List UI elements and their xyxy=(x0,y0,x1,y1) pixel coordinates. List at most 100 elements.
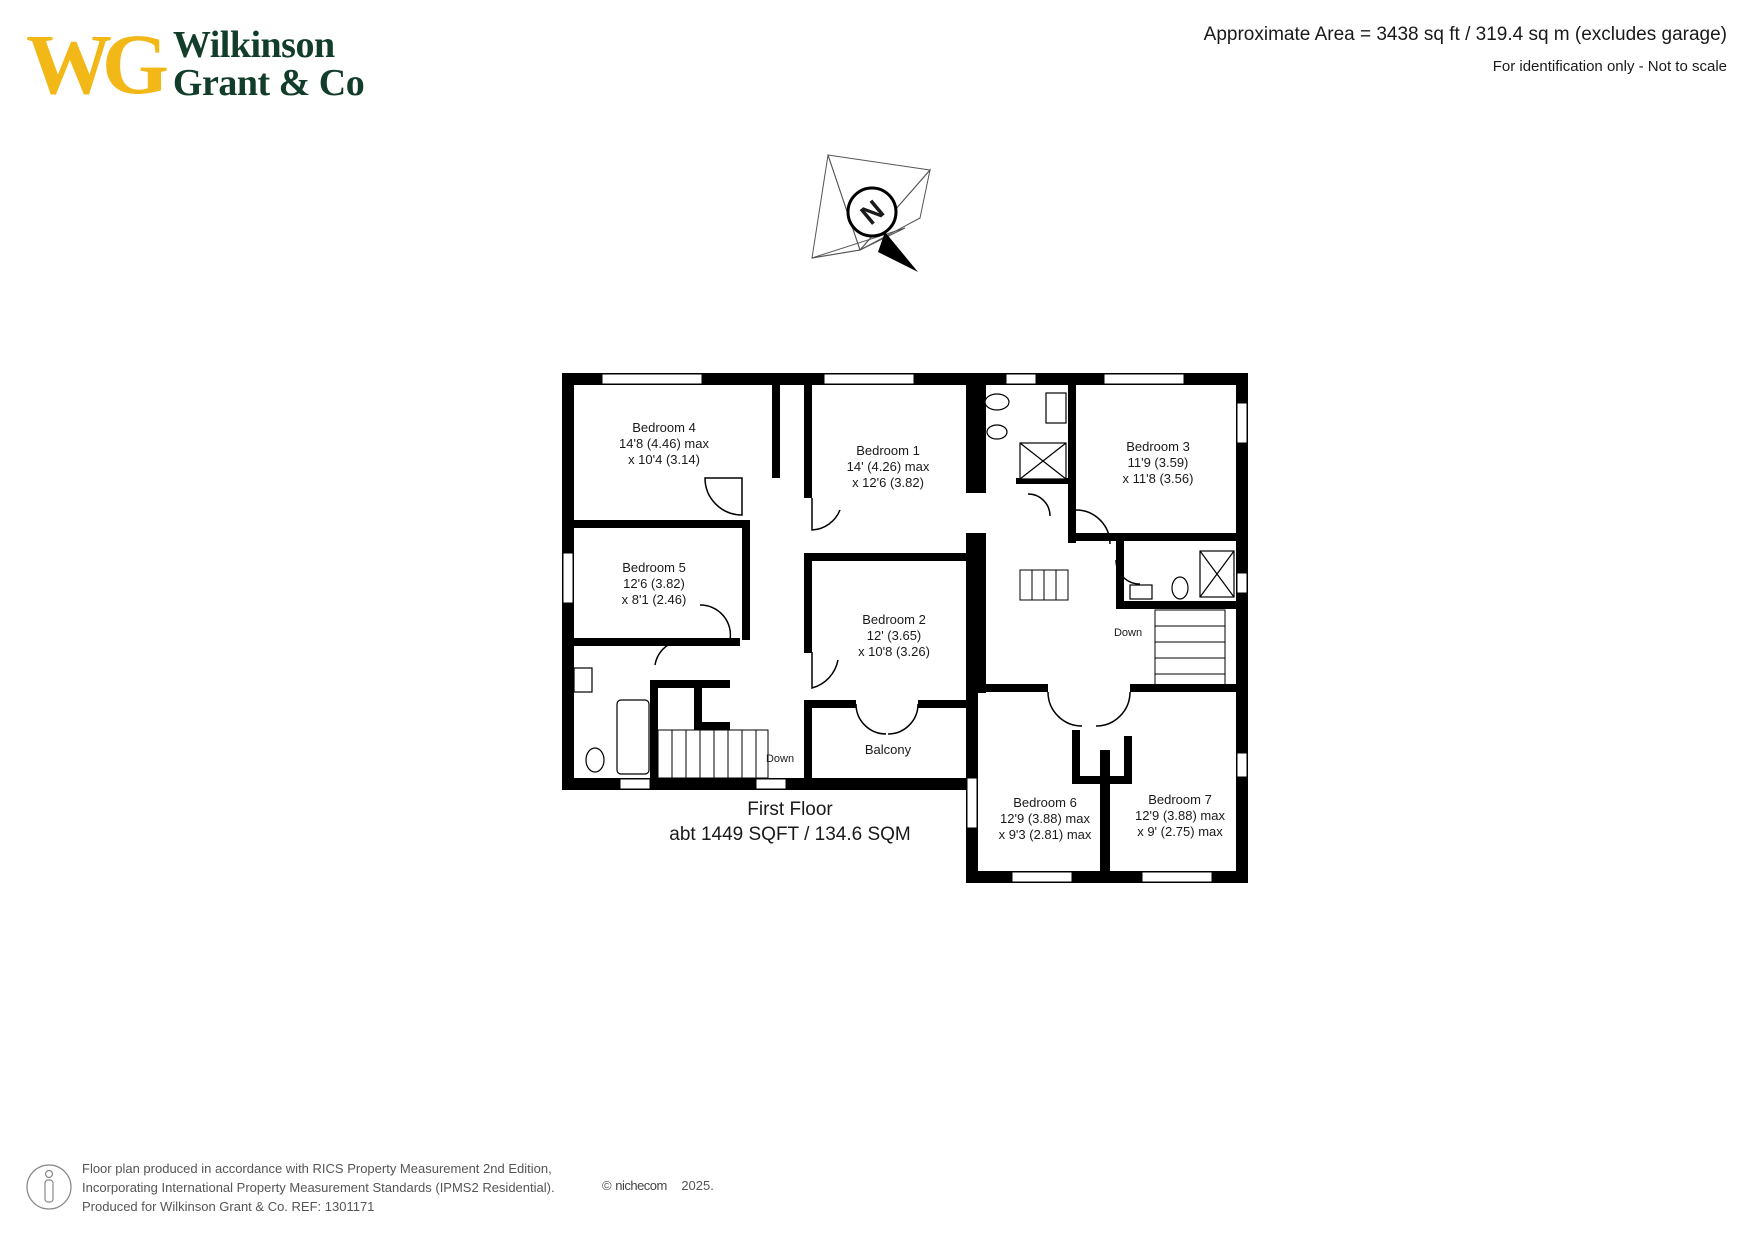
wall xyxy=(1130,684,1236,692)
window xyxy=(823,373,915,385)
floor-caption: First Floor abt 1449 SQFT / 134.6 SQM xyxy=(669,799,911,845)
stairs-right-label: Down xyxy=(1114,627,1142,639)
person-icon xyxy=(26,1164,72,1210)
window xyxy=(619,778,651,790)
wall xyxy=(1236,373,1248,883)
wall xyxy=(804,553,812,653)
bedroom6-dim2: x 9'3 (2.81) max xyxy=(999,827,1092,842)
wall xyxy=(1076,533,1236,541)
wall xyxy=(1016,478,1068,484)
basin xyxy=(573,667,593,693)
bidet xyxy=(986,424,1008,440)
wall xyxy=(978,684,1048,692)
door-cupboard xyxy=(1027,493,1051,517)
wall xyxy=(918,700,968,708)
wall xyxy=(1116,541,1124,601)
window xyxy=(1103,373,1185,385)
brand-name: nichecom xyxy=(615,1178,667,1193)
footer-line-3: Produced for Wilkinson Grant & Co. REF: … xyxy=(82,1199,375,1214)
door-balcony xyxy=(855,703,919,735)
window xyxy=(966,777,978,829)
bedroom4-dim2: x 10'4 (3.14) xyxy=(628,452,700,467)
wall xyxy=(1116,601,1236,609)
company-logo: WG Wilkinson Grant & Co xyxy=(26,16,365,112)
room-labels: Bedroom 4 14'8 (4.46) max x 10'4 (3.14) … xyxy=(619,420,1225,842)
bedroom6-dim1: 12'9 (3.88) max xyxy=(1000,811,1090,826)
window xyxy=(1005,373,1037,385)
logo-wordmark: Wilkinson Grant & Co xyxy=(172,24,365,104)
footer-line-2: Incorporating International Property Mea… xyxy=(82,1180,555,1195)
bath xyxy=(616,699,650,775)
toilet xyxy=(984,393,1010,411)
stairs-left xyxy=(657,729,769,779)
floor-area: abt 1449 SQFT / 134.6 SQM xyxy=(669,824,911,845)
wall xyxy=(1068,383,1076,543)
window xyxy=(755,778,787,790)
compass-pointer xyxy=(878,232,918,272)
wall xyxy=(572,520,750,528)
wall xyxy=(1072,776,1132,784)
bedroom1-name: Bedroom 1 xyxy=(856,443,920,458)
compass-circle xyxy=(846,186,898,238)
door-bathroom xyxy=(654,639,686,666)
bedroom1-dim1: 14' (4.26) max xyxy=(847,459,930,474)
door-bedroom5 xyxy=(699,604,732,641)
door-bedroom2 xyxy=(811,652,839,689)
floor-name: First Floor xyxy=(747,799,833,820)
bedroom5-dim2: x 8'1 (2.46) xyxy=(622,592,687,607)
bedroom2-dim1: 12' (3.65) xyxy=(867,628,922,643)
footer-copyright: © nichecom 2025. xyxy=(602,1178,714,1193)
wall xyxy=(694,722,730,730)
door-bedroom3 xyxy=(1075,509,1111,545)
window xyxy=(1236,752,1248,778)
wall xyxy=(572,638,740,646)
door-ensuite2 xyxy=(1115,559,1141,585)
footer-line-1: Floor plan produced in accordance with R… xyxy=(82,1161,552,1176)
logo-line-2: Grant & Co xyxy=(172,62,365,104)
wall xyxy=(966,533,986,693)
wall xyxy=(694,688,702,730)
logo-line-1: Wilkinson xyxy=(172,24,335,66)
bedroom7-dim2: x 9' (2.75) max xyxy=(1137,824,1223,839)
wall xyxy=(804,700,812,778)
wall xyxy=(806,700,856,708)
window xyxy=(1141,871,1213,883)
wall xyxy=(772,383,780,478)
bedroom5-dim1: 12'6 (3.82) xyxy=(623,576,685,591)
footer-notes: Floor plan produced in accordance with R… xyxy=(82,1159,555,1216)
door-bedroom1 xyxy=(811,498,841,531)
compass-rose: N xyxy=(811,154,931,272)
bedroom7-name: Bedroom 7 xyxy=(1148,792,1212,807)
copyright-symbol: © xyxy=(602,1178,612,1193)
basin xyxy=(1045,392,1067,424)
bedroom4-name: Bedroom 4 xyxy=(632,420,696,435)
wall xyxy=(1124,736,1132,784)
wall xyxy=(966,373,986,493)
identification-note: For identification only - Not to scale xyxy=(1492,58,1727,75)
logo-mark: WG xyxy=(26,16,169,112)
window xyxy=(601,373,703,385)
window xyxy=(1236,572,1248,594)
balcony-name: Balcony xyxy=(865,742,912,757)
wall xyxy=(804,383,812,498)
copyright-year: 2025. xyxy=(681,1178,714,1193)
bedroom4-dim1: 14'8 (4.46) max xyxy=(619,436,709,451)
bedroom3-dim1: 11'9 (3.59) xyxy=(1128,455,1189,470)
approximate-area: Approximate Area = 3438 sq ft / 319.4 sq… xyxy=(1203,24,1727,45)
window xyxy=(1011,871,1073,883)
bedroom2-dim2: x 10'8 (3.26) xyxy=(858,644,930,659)
bedroom5-name: Bedroom 5 xyxy=(622,560,686,575)
door-bedroom4 xyxy=(704,477,743,516)
bedroom3-dim2: x 11'8 (3.56) xyxy=(1123,471,1194,486)
toilet xyxy=(585,747,605,773)
wall xyxy=(742,520,750,640)
windows xyxy=(562,373,1248,883)
wall xyxy=(806,553,968,561)
bedroom2-name: Bedroom 2 xyxy=(862,612,926,627)
bedroom3-name: Bedroom 3 xyxy=(1126,439,1190,454)
window xyxy=(1236,402,1248,444)
wall xyxy=(1072,730,1080,780)
stairs-right xyxy=(1154,609,1226,691)
basin xyxy=(1129,584,1153,600)
wall xyxy=(650,680,658,780)
